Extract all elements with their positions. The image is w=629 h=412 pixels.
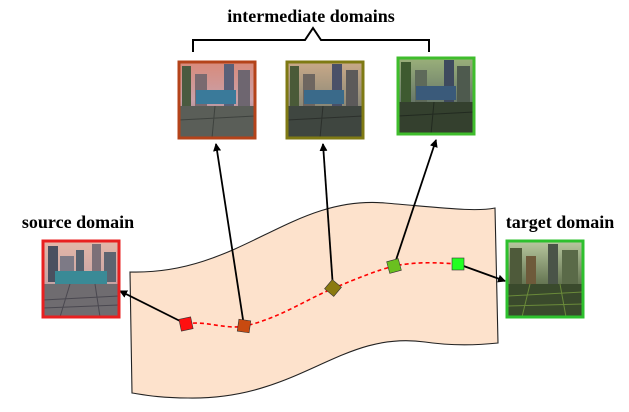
target-domain-thumbnail xyxy=(505,239,585,319)
intermediate-domain-1-thumbnail xyxy=(177,60,257,140)
arrow-to-intermediate-2 xyxy=(319,143,334,289)
source-domain-label: source domain xyxy=(22,212,134,232)
source-thumbnail-border xyxy=(41,239,121,319)
domain-marker-intermediate-2 xyxy=(324,279,342,297)
target-domain-label: target domain xyxy=(506,212,614,232)
intermediate-brace xyxy=(192,26,430,52)
intermediate-domains-label: intermediate domains xyxy=(227,6,394,26)
arrow-to-intermediate-3 xyxy=(393,139,438,267)
domain-marker-source xyxy=(178,316,194,332)
intermediate-3-thumbnail-border xyxy=(396,56,476,136)
domain-marker-intermediate-3 xyxy=(386,258,402,274)
intermediate-1-thumbnail-border xyxy=(177,60,257,140)
domain-marker-intermediate-1 xyxy=(236,318,252,334)
intermediate-domain-3-thumbnail xyxy=(396,56,476,136)
arrow-to-target xyxy=(457,263,506,283)
domain-marker-target xyxy=(451,257,465,271)
arrow-to-intermediate-1 xyxy=(213,143,245,327)
source-domain-thumbnail xyxy=(41,239,121,319)
intermediate-domain-2-thumbnail xyxy=(285,60,365,140)
domain-manifold xyxy=(129,201,499,399)
target-thumbnail-border xyxy=(505,239,585,319)
arrow-to-source xyxy=(119,290,187,325)
intermediate-2-thumbnail-border xyxy=(285,60,365,140)
